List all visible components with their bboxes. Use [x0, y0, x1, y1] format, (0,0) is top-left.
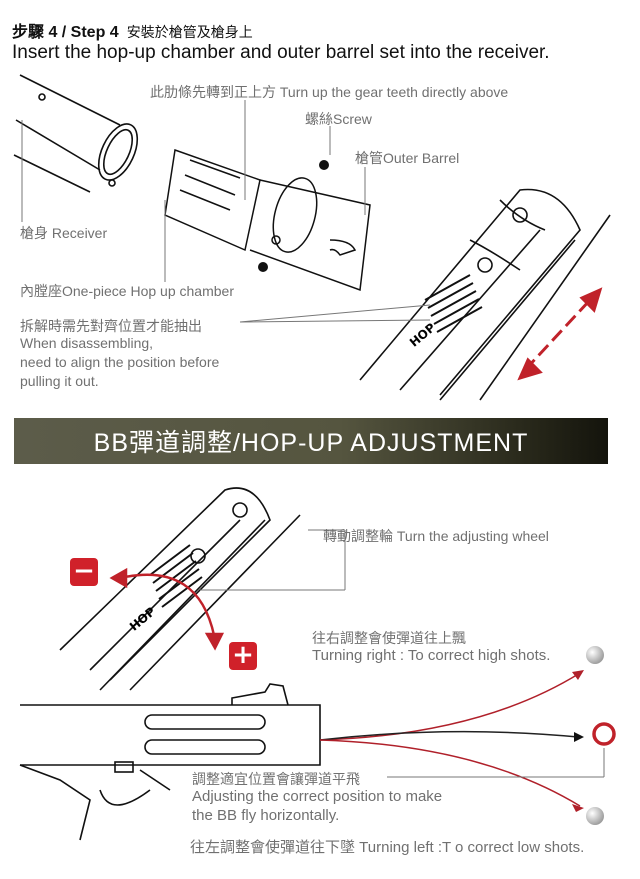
- hop-chamber-drawing: [164, 100, 371, 292]
- barrel-closeup-drawing: [239, 188, 611, 401]
- minus-icon: −: [70, 558, 98, 586]
- section-banner: BB彈道調整/HOP-UP ADJUSTMENT: [14, 418, 608, 464]
- label-screw: 螺絲Screw: [305, 111, 372, 127]
- bb-high-icon: [586, 646, 604, 664]
- label-gear-teeth: 此肋條先轉到正上方 Turn up the gear teeth directl…: [150, 84, 509, 100]
- label-hop-chamber: 內膛座One-piece Hop up chamber: [20, 283, 234, 299]
- step-description: Insert the hop-up chamber and outer barr…: [12, 42, 550, 63]
- receiver-drawing: [13, 74, 139, 222]
- gear-wheel-2: [149, 544, 203, 608]
- label-turn-wheel: 轉動調整輪 Turn the adjusting wheel: [323, 528, 549, 544]
- label-disassemble-en-1: When disassembling,: [20, 335, 154, 351]
- trajectory-lines: [319, 670, 605, 812]
- label-receiver: 槍身 Receiver: [20, 225, 108, 241]
- label-outer-barrel: 槍管Outer Barrel: [355, 150, 460, 166]
- step-title: 步驟 4 / Step 4 安裝於槍管及槍身上: [12, 18, 253, 42]
- label-right-en: Turning right : To correct high shots.: [312, 647, 551, 664]
- label-correct-en-2: the BB fly horizontally.: [192, 807, 340, 824]
- step-subtitle: 安裝於槍管及槍身上: [126, 24, 253, 40]
- label-left: 往左調整會使彈道往下墜 Turning left :T o correct lo…: [190, 839, 585, 856]
- plus-icon: +: [229, 642, 257, 670]
- step-number: 步驟 4 / Step 4: [12, 24, 119, 41]
- target-ring-icon: [592, 722, 616, 746]
- gun-drawing: [19, 683, 321, 841]
- label-disassemble-en-3: pulling it out.: [20, 373, 99, 389]
- label-correct-en-1: Adjusting the correct position to make: [192, 788, 443, 805]
- screw-icons: [258, 160, 329, 272]
- direction-arrows: [517, 287, 603, 381]
- label-right-zh: 往右調整會使彈道往上飄: [312, 630, 466, 646]
- adjustment-closeup-drawing: [59, 487, 346, 691]
- bb-low-icon: [586, 807, 604, 825]
- rotate-arrow: [109, 567, 225, 651]
- label-disassemble-en-2: need to align the position before: [20, 354, 220, 370]
- gear-wheel-1: [424, 274, 483, 333]
- banner-title: BB彈道調整/HOP-UP ADJUSTMENT: [93, 429, 529, 457]
- label-correct-zh: 調整適宜位置會讓彈道平飛: [192, 771, 360, 787]
- label-disassemble-zh: 拆解時需先對齊位置才能抽出: [20, 318, 202, 334]
